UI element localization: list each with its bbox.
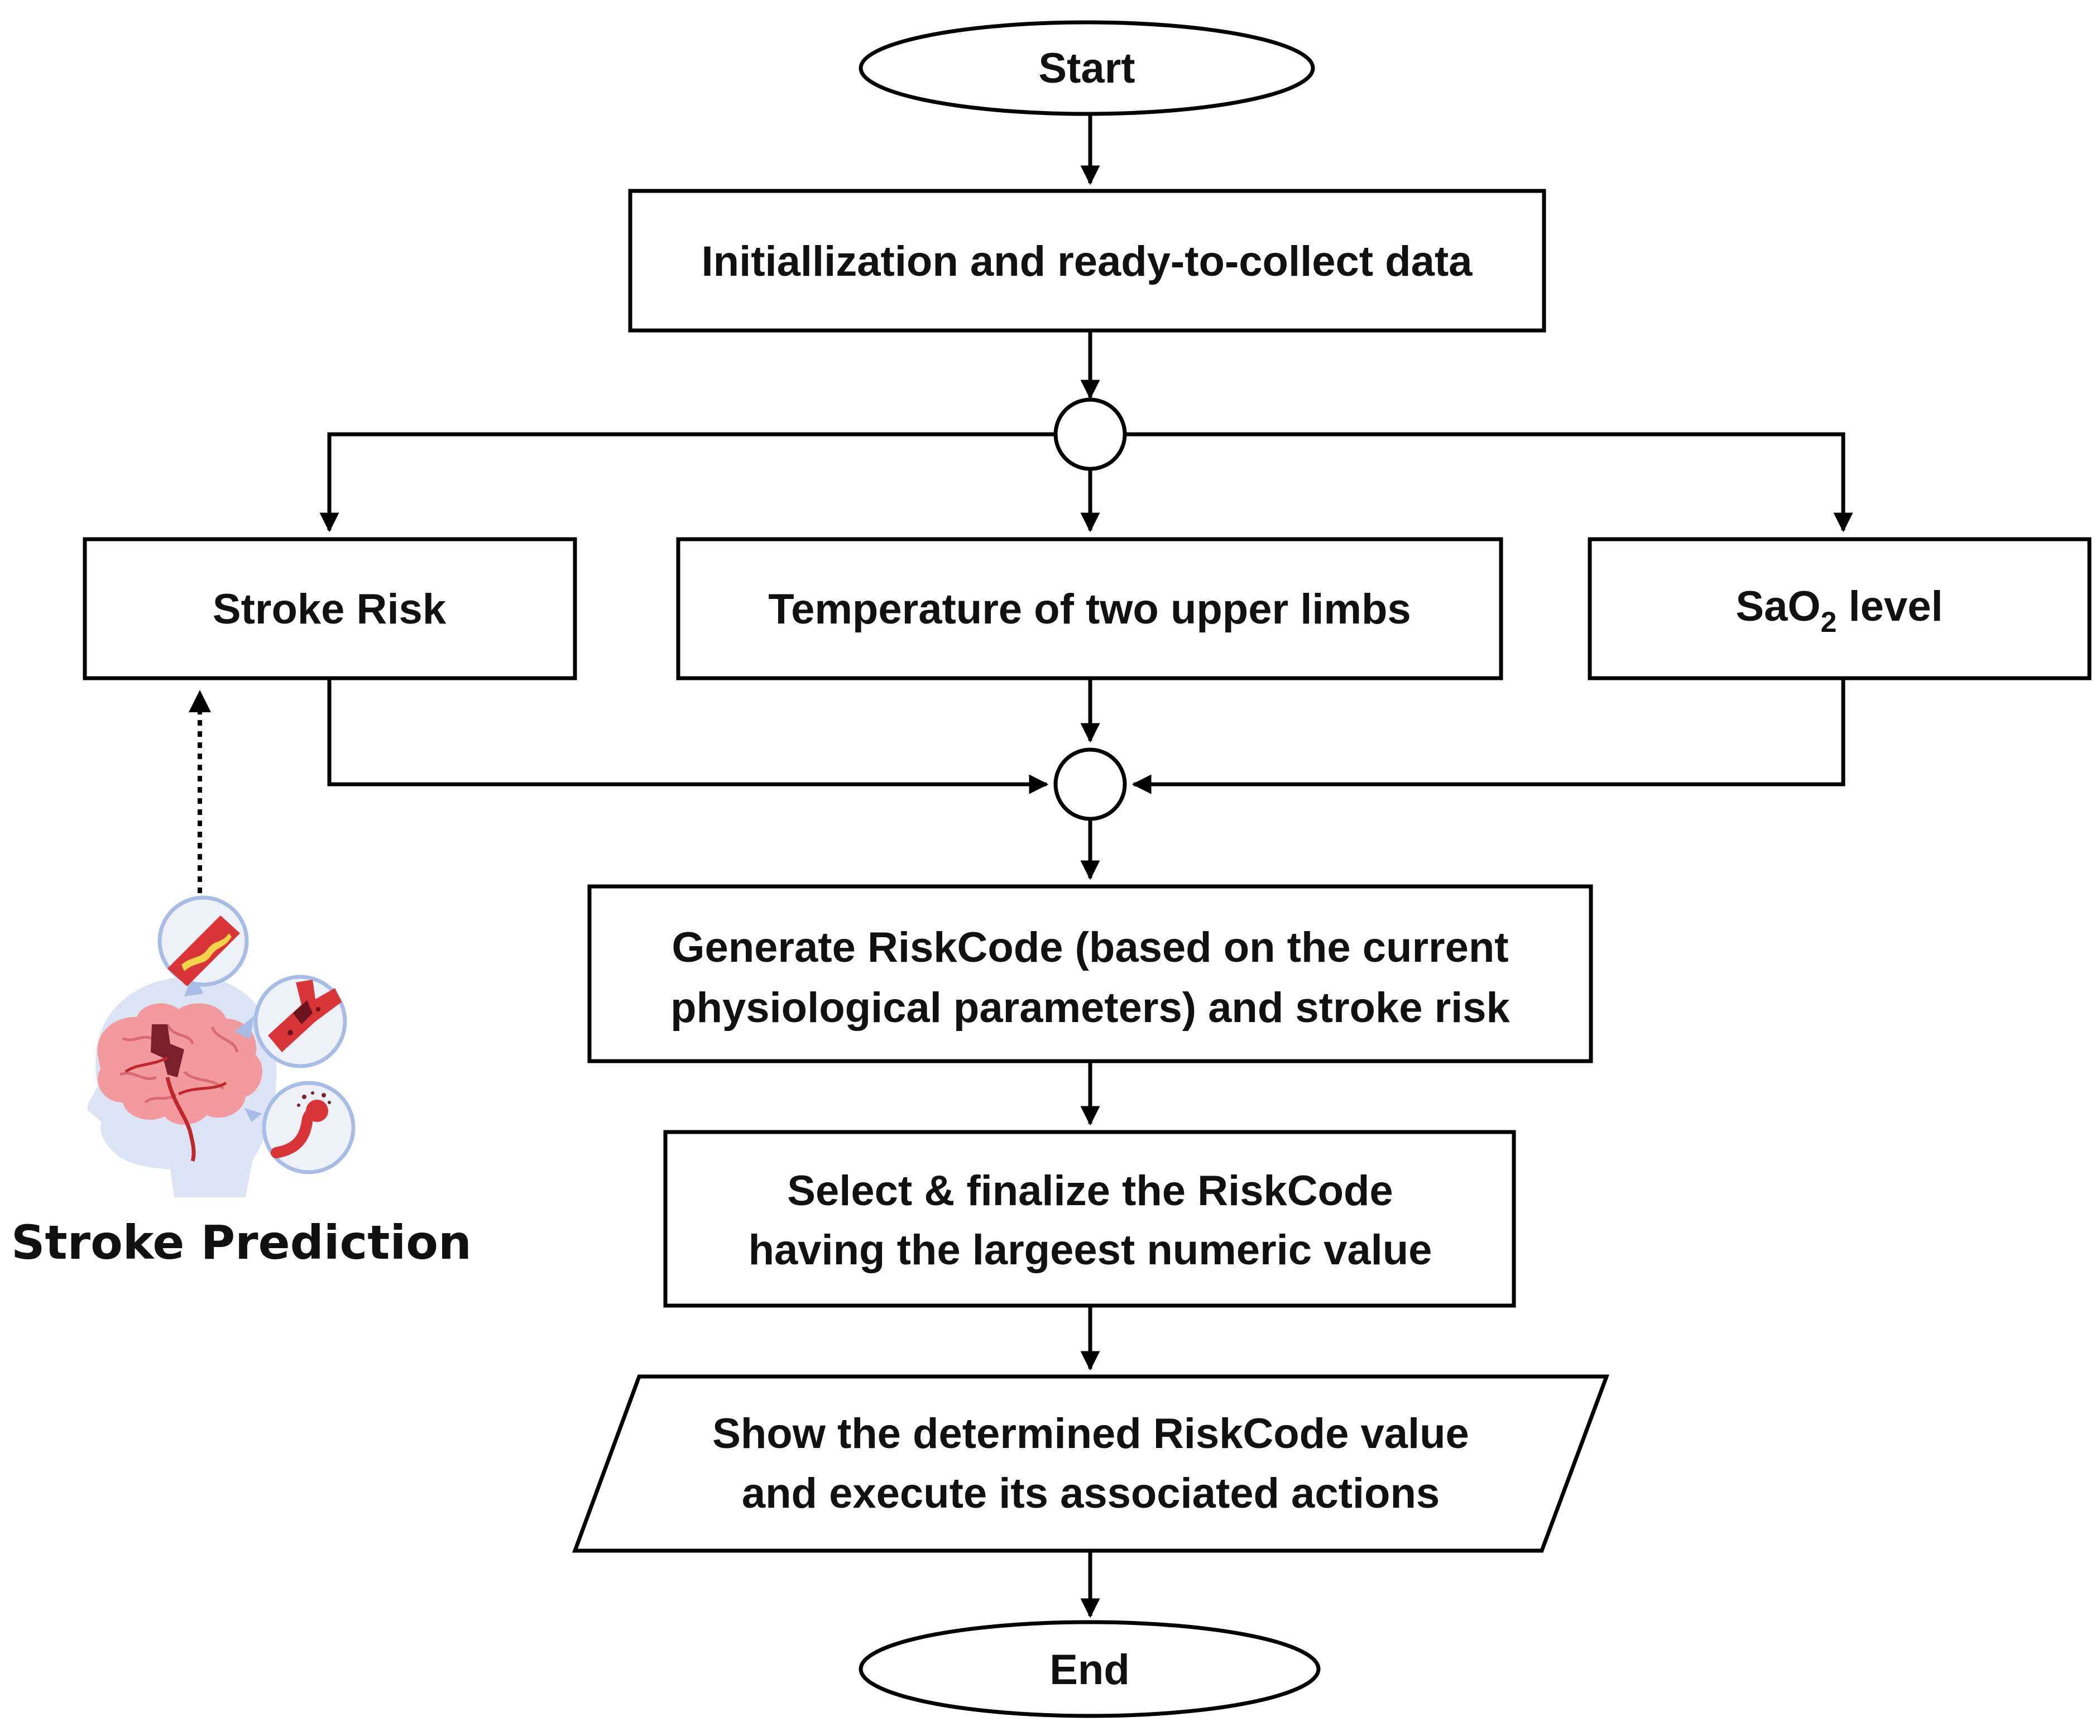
arrow-sao2-to-merge	[1131, 678, 1845, 794]
temperature-box: Temperature of two upper limbs	[676, 537, 1503, 680]
stroke-risk-label: Stroke Risk	[213, 586, 447, 633]
end-terminal: End	[859, 1620, 1321, 1718]
sao2-prefix: SaO	[1735, 583, 1820, 630]
sao2-suffix: level	[1837, 583, 1943, 630]
stroke-risk-box: Stroke Risk	[83, 537, 577, 680]
show-riskcode-io: Show the determined RiskCode value and e…	[572, 1374, 1610, 1553]
generate-riskcode-box: Generate RiskCode (based on the current …	[587, 884, 1593, 1063]
ruptured-vessel-icon	[262, 1081, 356, 1174]
start-terminal: Start	[859, 20, 1315, 116]
select-riskcode-box: Select & finalize the RiskCode having th…	[663, 1130, 1516, 1308]
split-connector	[1053, 397, 1127, 471]
start-label: Start	[1038, 45, 1135, 92]
arrow-split-to-sao2	[1125, 432, 1853, 533]
stroke-prediction-caption: Stroke Prediction	[11, 1215, 472, 1270]
generate-line1: Generate RiskCode (based on the current	[672, 924, 1508, 971]
init-process-box: Initiallization and ready-to-collect dat…	[628, 189, 1546, 333]
sao2-subscript: 2	[1821, 606, 1837, 639]
show-line1: Show the determined RiskCode value	[712, 1410, 1469, 1457]
select-line1: Select & finalize the RiskCode	[787, 1167, 1393, 1215]
select-line2: having the largeest numeric value	[749, 1226, 1432, 1274]
show-line2: and execute its associated actions	[742, 1470, 1440, 1517]
arrow-stroke-risk-to-merge	[327, 678, 1049, 794]
sao2-label: SaO2 level	[1735, 583, 1943, 639]
init-label: Initiallization and ready-to-collect dat…	[702, 238, 1473, 285]
blocked-artery-icon	[157, 895, 249, 987]
arrow-split-to-stroke-risk	[319, 432, 1056, 533]
sao2-box: SaO2 level	[1588, 537, 2092, 680]
brain-icon	[97, 1003, 262, 1162]
merge-connector	[1053, 747, 1127, 821]
stroke-prediction-illustration: Stroke Prediction	[11, 895, 472, 1270]
temperature-label: Temperature of two upper limbs	[768, 586, 1411, 633]
end-label: End	[1049, 1646, 1130, 1694]
clotted-vessel-icon	[253, 975, 347, 1068]
generate-line2: physiological parameters) and stroke ris…	[670, 984, 1510, 1032]
